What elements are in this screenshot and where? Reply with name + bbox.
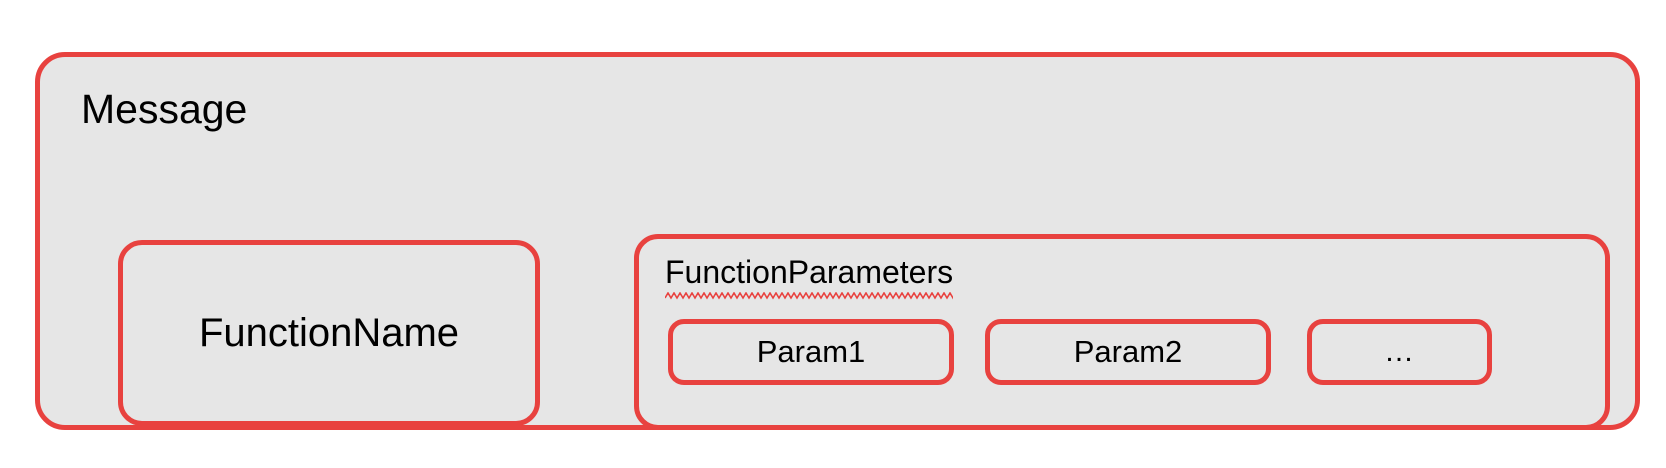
- function-parameters-label: FunctionParameters: [665, 253, 954, 300]
- function-parameters-title-wrap: FunctionParameters: [665, 253, 954, 300]
- param-label-more: …: [1384, 335, 1415, 368]
- spellcheck-squiggle-underline: [665, 292, 954, 300]
- parameters-row: Param1 Param2 …: [668, 319, 1584, 385]
- function-parameters-label-text: FunctionParameters: [665, 254, 954, 290]
- param-box-more[interactable]: …: [1307, 319, 1492, 385]
- function-name-label: FunctionName: [198, 311, 460, 355]
- param-box-2[interactable]: Param2: [985, 319, 1271, 385]
- message-box[interactable]: Message FunctionName FunctionParameters: [35, 52, 1640, 430]
- function-parameters-box[interactable]: FunctionParameters Param1 Param2 …: [634, 234, 1610, 430]
- message-box-title: Message: [81, 86, 248, 132]
- param-label-1: Param1: [756, 334, 866, 369]
- param-box-1[interactable]: Param1: [668, 319, 954, 385]
- function-name-box[interactable]: FunctionName: [118, 240, 540, 426]
- param-label-2: Param2: [1073, 334, 1183, 369]
